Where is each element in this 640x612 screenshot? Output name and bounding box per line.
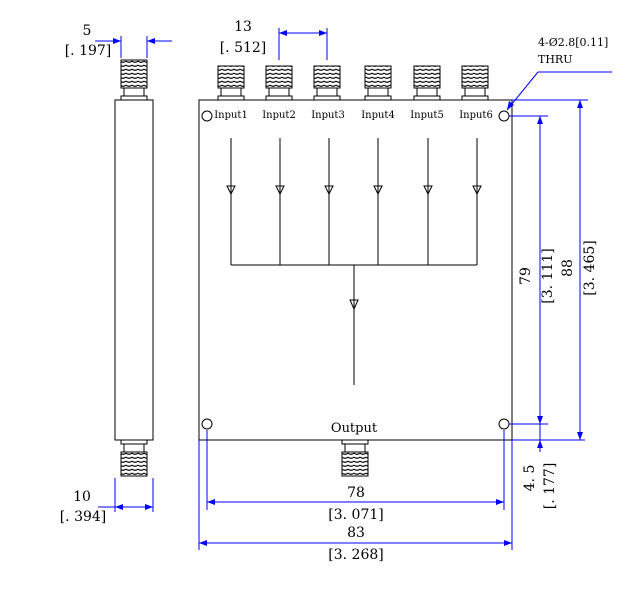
side-bottom-connector — [120, 439, 148, 477]
dim-side-thickness-inch: [. 394] — [60, 509, 107, 525]
mounting-hole-top-right — [498, 110, 510, 122]
input-labels: Input1 Input2 Input3 Input4 Input5 Input… — [214, 110, 493, 121]
side-view — [114, 59, 154, 477]
input-connector-1 — [217, 65, 245, 101]
dim-body-width: 83 [3. 268] — [198, 440, 513, 563]
dim-body-width-inch: [3. 268] — [328, 547, 383, 563]
mounting-hole-note-line1: 4-Ø2.8[0.11] — [538, 36, 608, 49]
dim-output-offset-inch: [. 177] — [542, 463, 558, 510]
dim-hole-span-y-mm: 79 — [518, 267, 534, 285]
input-connector-4 — [364, 65, 392, 101]
input-connectors — [217, 65, 489, 101]
input-connector-6 — [461, 65, 489, 101]
input-label-3: Input3 — [311, 110, 345, 121]
front-view-body — [198, 99, 513, 441]
input-label-5: Input5 — [410, 110, 444, 121]
input-label-6: Input6 — [459, 110, 493, 121]
output-connector — [341, 439, 369, 477]
dim-output-offset-mm: 4. 5 — [522, 465, 538, 492]
dim-body-height-inch: [3. 465] — [582, 240, 598, 295]
dim-body-width-mm: 83 — [347, 525, 365, 541]
side-view-body — [114, 99, 154, 441]
mounting-hole-top-left — [201, 110, 213, 122]
input-label-4: Input4 — [361, 110, 395, 121]
front-view: Input1 Input2 Input3 Input4 Input5 Input… — [198, 65, 585, 477]
input-label-1: Input1 — [214, 110, 248, 121]
dim-body-height-mm: 88 — [560, 259, 576, 277]
input-label-2: Input2 — [262, 110, 296, 121]
dim-hole-span-y: 79 [3. 111] — [509, 115, 556, 425]
mounting-hole-note-line2: THRU — [538, 53, 572, 66]
dim-output-offset: 4. 5 [. 177] — [522, 424, 558, 509]
dim-connector-pitch: 13 [. 512] — [220, 19, 328, 60]
mounting-hole-bottom-left — [201, 418, 213, 430]
dim-side-connector-width-mm: 5 — [83, 23, 92, 39]
input-connector-2 — [265, 65, 293, 101]
dim-hole-span-x-mm: 78 — [347, 485, 365, 501]
dim-hole-span-x: 78 [3. 071] — [206, 430, 505, 523]
output-label: Output — [331, 421, 378, 436]
mounting-hole-bottom-right — [498, 418, 510, 430]
dim-hole-span-y-inch: [3. 111] — [540, 248, 556, 303]
mounting-hole-callout: 4-Ø2.8[0.11] THRU — [506, 36, 612, 111]
dim-side-connector-width: 5 [. 197] — [65, 23, 172, 59]
input-connector-5 — [413, 65, 441, 101]
dim-side-thickness-mm: 10 — [73, 489, 91, 505]
dim-side-thickness: 10 [. 394] — [60, 478, 154, 525]
dim-body-height: 88 [3. 465] — [512, 99, 598, 440]
dim-connector-pitch-inch: [. 512] — [220, 40, 267, 56]
input-connector-3 — [313, 65, 341, 101]
signal-flow — [226, 138, 482, 385]
dim-hole-span-x-inch: [3. 071] — [328, 507, 383, 523]
side-top-connector — [120, 59, 148, 101]
dim-connector-pitch-mm: 13 — [234, 19, 252, 35]
dim-side-connector-width-inch: [. 197] — [65, 43, 112, 59]
